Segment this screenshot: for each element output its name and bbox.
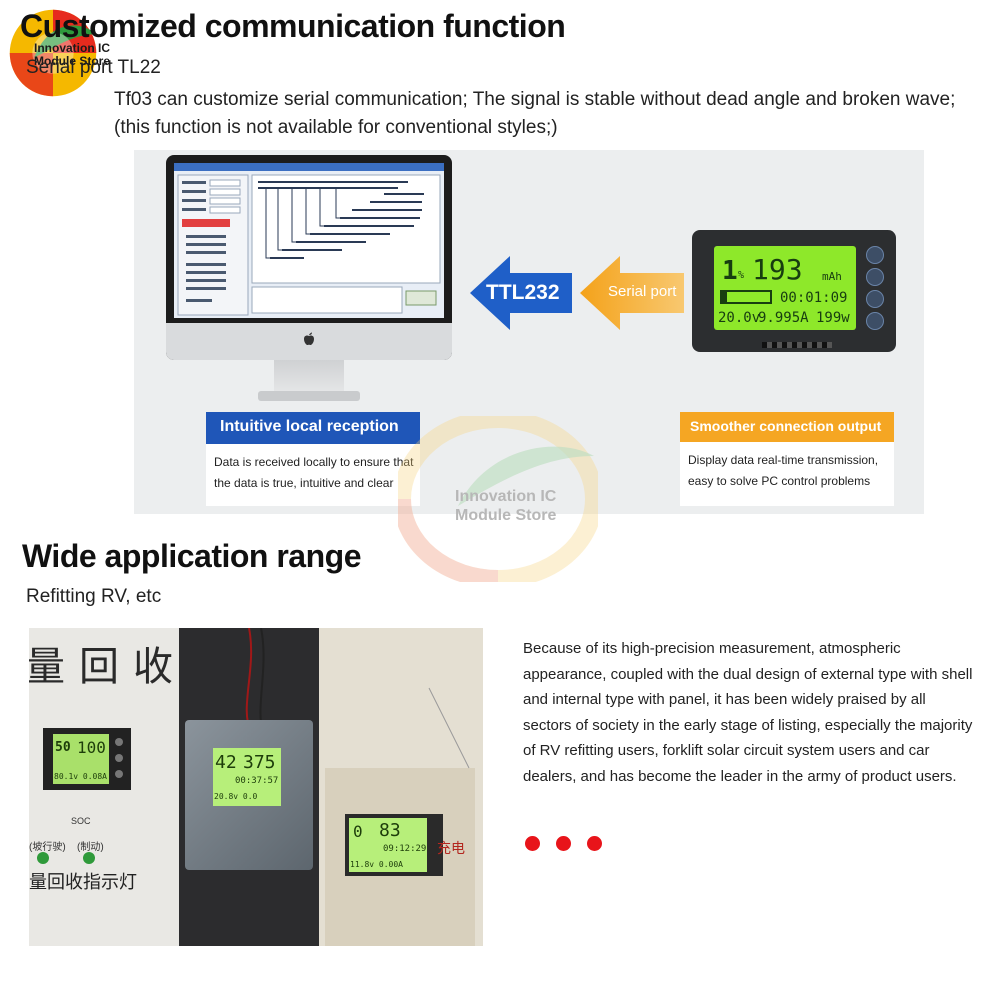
- meter-down-button[interactable]: [866, 290, 884, 308]
- imac-computer: [166, 155, 452, 405]
- logo-text: Innovation IC Module Store: [34, 41, 111, 68]
- arrow-left-blue-icon: [470, 256, 572, 330]
- battery-meter-device: 1 % 193 mAh 00:01:09 20.0v 9.995A 199w: [692, 230, 896, 352]
- meter-percent-value: 1: [722, 256, 738, 286]
- photo-meter-1-bottom: 80.1v 0.08A: [54, 772, 107, 781]
- photo-meter-1-lcd: 50 100 80.1v 0.08A: [53, 734, 109, 784]
- meter-percent-unit: %: [738, 270, 745, 281]
- left-box-title: Intuitive local reception: [206, 412, 420, 444]
- red-dot-icon: [556, 836, 571, 851]
- photo-meter-1: 50 100 80.1v 0.08A: [43, 728, 131, 790]
- photo-meter-2-big2: 375: [243, 752, 276, 773]
- right-box-text: Display data real-time transmission, eas…: [680, 442, 894, 506]
- section1-paragraph: Tf03 can customize serial communication;…: [114, 89, 956, 138]
- ttl232-label: TTL232: [486, 281, 560, 304]
- photo-meter-2-mid: 00:37:57: [235, 776, 279, 786]
- serial-software-ui-icon: [174, 163, 444, 316]
- monitor-stand: [274, 360, 344, 394]
- photo-label-right: (制动): [77, 842, 104, 853]
- meter-up-button[interactable]: [866, 268, 884, 286]
- watermark-logo-icon: [398, 416, 598, 582]
- photo-meter-1-knob: [115, 770, 123, 778]
- meter-ok-button[interactable]: [866, 312, 884, 330]
- photo-indicator-light: [83, 852, 95, 864]
- photo-label-left: (坡行驶): [29, 842, 66, 853]
- serial-software-screen: [174, 163, 444, 318]
- monitor-base: [258, 391, 360, 401]
- serial-port-label: Serial port: [608, 283, 677, 300]
- photo-meter-3-bottom: 11.8v 0.00A: [350, 860, 403, 869]
- battery-icon: [720, 290, 772, 304]
- photo-meter-2-big: 42: [215, 752, 237, 773]
- photo-meter-2-lcd: 42 375 00:37:57 20.8v 0.0: [213, 748, 281, 806]
- meter-power: 199w: [816, 310, 850, 326]
- photo-bottom-chars: 量回收指示灯: [29, 872, 137, 893]
- photo-indicator-light: [37, 852, 49, 864]
- apple-logo-icon: [304, 332, 314, 345]
- red-dot-icon: [587, 836, 602, 851]
- meter-connector: [762, 342, 832, 348]
- section1-subtitle: Serial port TL22: [26, 57, 161, 78]
- section2-title: Wide application range: [22, 538, 361, 574]
- meter-voltage: 20.0v: [718, 310, 761, 326]
- photo-meter-3-lcd: 0 83 09:12:29 11.8v 0.00A: [349, 818, 427, 872]
- section1-title: Customized communication function: [20, 8, 566, 44]
- meter-capacity-value: 193: [752, 253, 803, 286]
- meter-current: 9.995A: [758, 310, 809, 326]
- photo-meter-1-small: 100: [77, 738, 106, 757]
- photo-meter-3: 0 83 09:12:29 11.8v 0.00A: [345, 814, 443, 876]
- meter-lcd-screen: 1 % 193 mAh 00:01:09 20.0v 9.995A 199w: [714, 246, 856, 330]
- photo-meter-3-big2: 83: [379, 820, 401, 841]
- store-logo-icon: [9, 9, 97, 97]
- photo-wall-chars: 量回收: [29, 644, 187, 690]
- meter-left-button[interactable]: [866, 246, 884, 264]
- right-box-title: Smoother connection output: [680, 412, 894, 442]
- meter-capacity-unit: mAh: [822, 270, 842, 283]
- section2-subtitle: Refitting RV, etc: [26, 586, 162, 607]
- photo-soc-label: SOC: [71, 816, 91, 826]
- arrow-left-orange-icon: [580, 256, 684, 330]
- photo-meter-2-case: 42 375 00:37:57 20.8v 0.0: [185, 720, 313, 870]
- red-dot-icon: [525, 836, 540, 851]
- photo-meter-1-big: 50: [55, 740, 71, 755]
- section2-description: Because of its high-precision measuremen…: [523, 640, 973, 785]
- photo-meter-3-mid: 09:12:29: [383, 844, 427, 854]
- photo-meter-3-big: 0: [353, 822, 363, 841]
- meter-time: 00:01:09: [780, 290, 848, 306]
- photo-meter-1-knob: [115, 754, 123, 762]
- left-box-text: Data is received locally to ensure that …: [206, 444, 420, 506]
- application-photo: 量回收 50 100 80.1v 0.08A SOC (坡行驶) (制动) 量回…: [29, 628, 483, 946]
- watermark-text: Innovation IC Module Store: [455, 488, 557, 524]
- photo-right-chars: 充电: [437, 841, 465, 857]
- photo-meter-2-bottom: 20.8v 0.0: [214, 792, 258, 801]
- photo-meter-1-knob: [115, 738, 123, 746]
